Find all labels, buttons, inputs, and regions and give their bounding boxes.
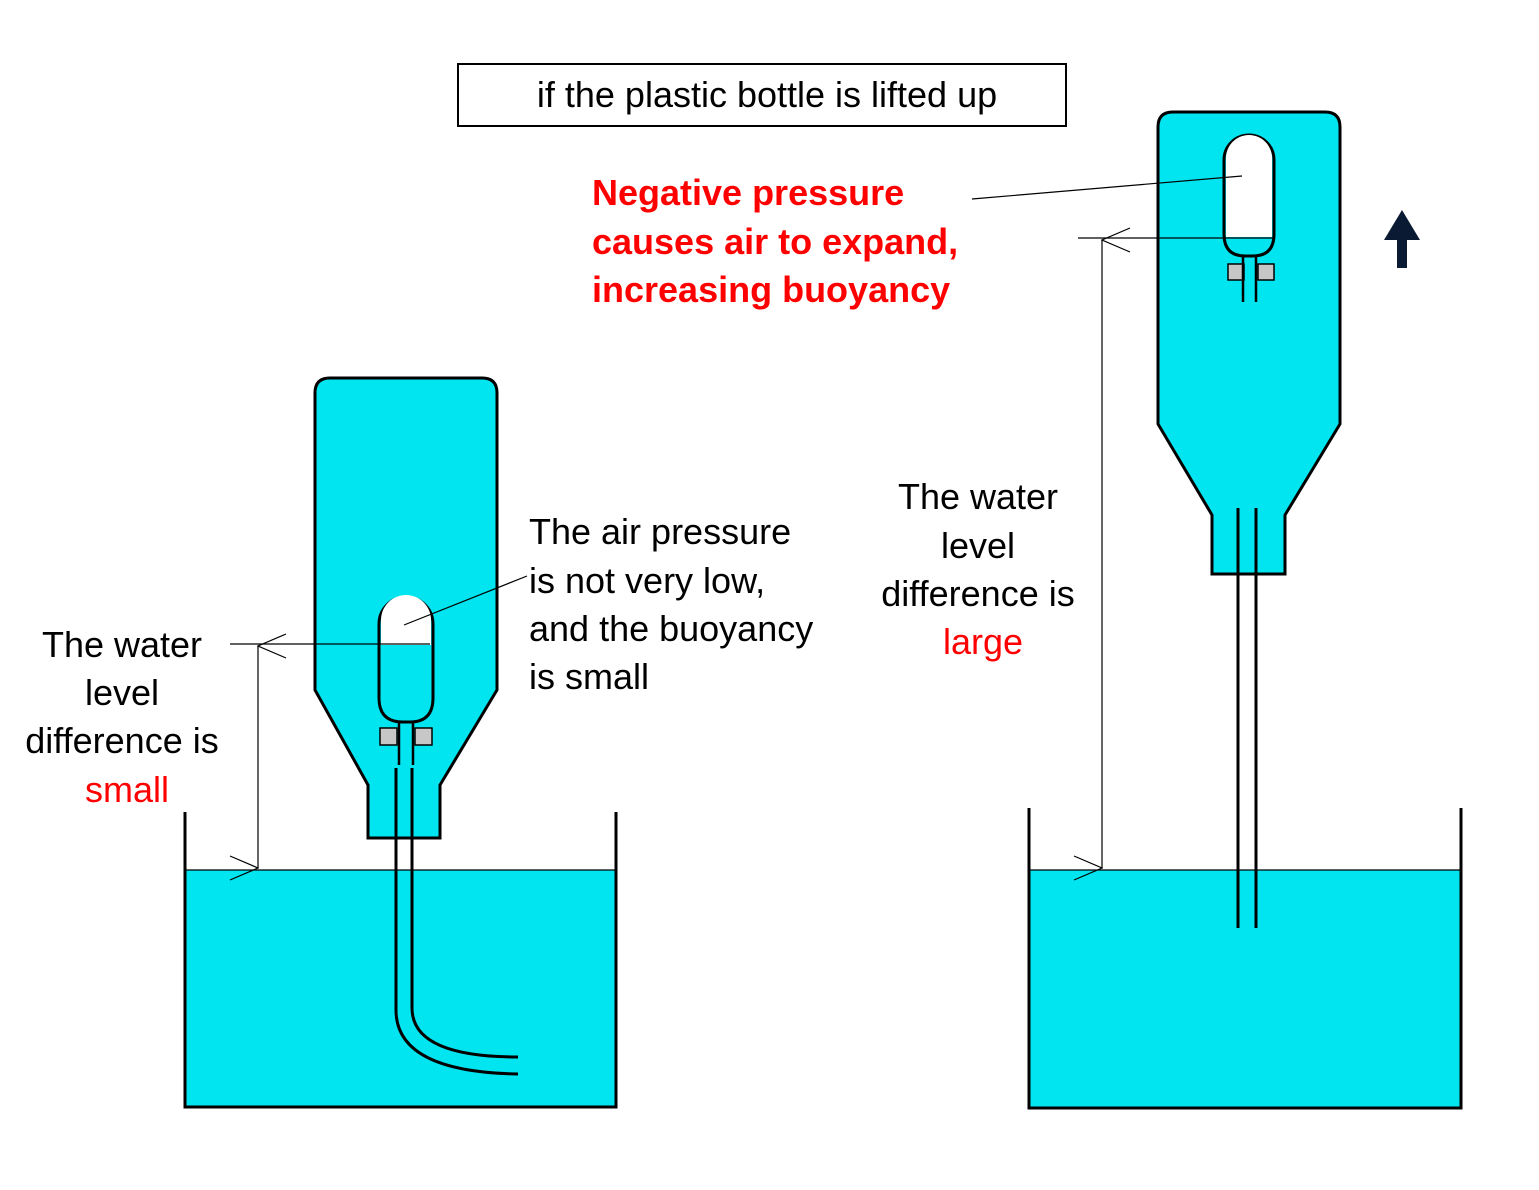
right-tank-water bbox=[1029, 870, 1461, 1108]
right-level-word: large bbox=[943, 621, 1023, 662]
left-tank bbox=[183, 812, 618, 1109]
right-diver bbox=[1222, 133, 1276, 302]
right-negative-label: Negative pressure causes air to expand, … bbox=[592, 172, 968, 310]
left-level-word: small bbox=[85, 769, 169, 810]
right-bottle bbox=[1156, 110, 1342, 576]
left-tube bbox=[394, 768, 519, 1076]
left-diver bbox=[377, 595, 435, 765]
right-setup bbox=[971, 110, 1463, 1110]
right-tank bbox=[1027, 808, 1463, 1110]
caption-text: if the plastic bottle is lifted up bbox=[537, 74, 997, 115]
left-level-label: The water level difference is small bbox=[25, 624, 228, 810]
up-arrow-icon bbox=[1384, 210, 1420, 268]
right-level-label: The water level difference is large bbox=[881, 476, 1084, 662]
left-setup bbox=[183, 376, 618, 1109]
left-pressure-label: The air pressure is not very low, and th… bbox=[529, 511, 823, 697]
left-tank-water bbox=[185, 870, 616, 1107]
caption-box: if the plastic bottle is lifted up bbox=[457, 63, 1067, 127]
